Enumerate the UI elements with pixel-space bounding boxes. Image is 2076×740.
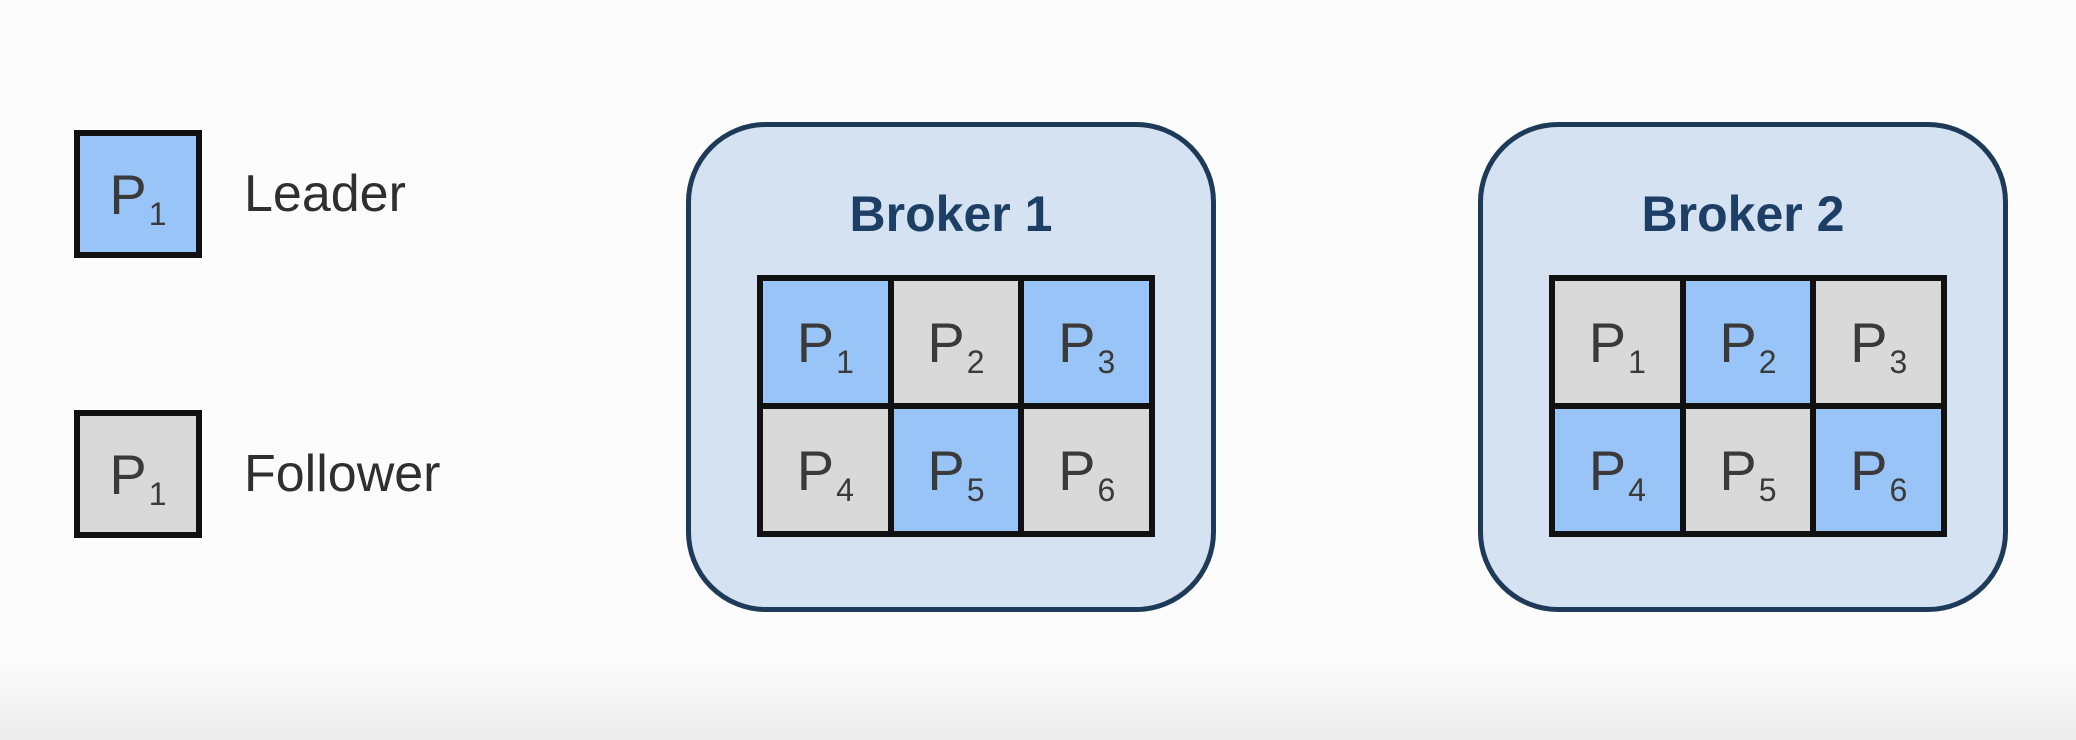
- legend-leader-symbol: P: [109, 162, 147, 226]
- partition-subscript: 1: [836, 343, 854, 380]
- legend-leader-subscript: 1: [148, 195, 167, 232]
- partition-symbol: P: [796, 438, 835, 502]
- partition-symbol: P: [927, 438, 965, 502]
- legend-leader-label: Leader: [244, 165, 406, 223]
- partition-subscript: 1: [1628, 343, 1646, 380]
- partition-subscript: 4: [1628, 471, 1646, 508]
- partition-subscript: 2: [966, 343, 985, 380]
- partition-subscript: 5: [966, 471, 985, 508]
- partition-subscript: 3: [1097, 343, 1116, 380]
- partition-subscript: 3: [1889, 343, 1908, 380]
- legend-follower-symbol: P: [109, 442, 147, 506]
- partition-symbol: P: [927, 310, 965, 374]
- partition-symbol: P: [1850, 310, 1888, 374]
- partition-subscript: 6: [1889, 471, 1908, 508]
- partition-subscript: 6: [1097, 471, 1116, 508]
- partition-symbol: P: [1058, 310, 1096, 374]
- legend-follower-subscript: 1: [148, 475, 167, 512]
- partition-symbol: P: [1719, 438, 1757, 502]
- partition-subscript: 5: [1758, 471, 1777, 508]
- partition-symbol: P: [1588, 310, 1627, 374]
- partition-symbol: P: [1588, 438, 1627, 502]
- partition-subscript: 4: [836, 471, 854, 508]
- partition-subscript: 2: [1758, 343, 1777, 380]
- partition-symbol: P: [796, 310, 835, 374]
- partition-symbol: P: [1719, 310, 1757, 374]
- legend-follower-label: Follower: [244, 445, 441, 503]
- partition-symbol: P: [1058, 438, 1096, 502]
- broker-2-title: Broker 2: [1641, 186, 1845, 242]
- bottom-shade: [0, 660, 2076, 740]
- partition-symbol: P: [1850, 438, 1888, 502]
- broker-1-title: Broker 1: [849, 186, 1053, 242]
